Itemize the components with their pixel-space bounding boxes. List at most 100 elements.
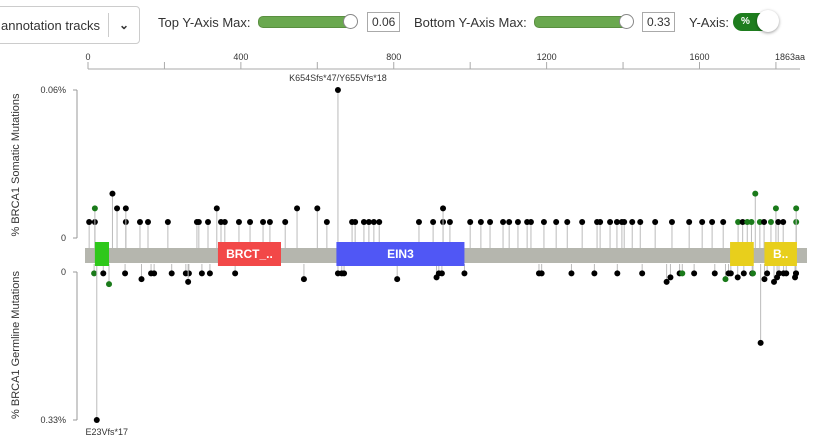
lollipop-head (735, 218, 742, 225)
lollipop-head (613, 218, 620, 225)
lollipop-head (446, 218, 453, 225)
lollipop-head (668, 218, 675, 225)
lollipop-head (686, 218, 693, 225)
slider-handle[interactable] (343, 14, 358, 29)
lollipop-head (540, 218, 547, 225)
y-tick-label: 0.33% (40, 415, 66, 425)
y-tick-label: 0.06% (40, 85, 66, 95)
domain-label: B.. (773, 247, 788, 261)
lollipop-head (722, 276, 729, 283)
lollipop-head (761, 276, 768, 283)
lollipop-head (314, 205, 321, 212)
lollipop-head (323, 218, 330, 225)
lollipop-head (564, 218, 571, 225)
bottom-annotation-label: E23Vfs*17 (86, 427, 129, 436)
lollipop-head (652, 218, 659, 225)
lollipop-head (394, 276, 401, 283)
lollipop-head (500, 218, 507, 225)
lollipop-head (106, 281, 113, 288)
top-annotation-label: K654Sfs*47/Y655Vfs*18 (289, 73, 387, 83)
lollipop-head (538, 270, 545, 277)
lollipop-head (376, 218, 383, 225)
lollipop-head (506, 218, 513, 225)
lollipop-head (614, 270, 621, 277)
lollipop-head (749, 270, 756, 277)
lollipop-head (527, 218, 534, 225)
lollipop-head (206, 270, 213, 277)
lollipop-head (168, 270, 175, 277)
lollipop-head (341, 270, 348, 277)
lollipop-head (514, 218, 521, 225)
lollipop-head (757, 339, 764, 346)
x-tick-label: 800 (386, 52, 401, 62)
x-tick-label: 1200 (537, 52, 557, 62)
lollipop-head (91, 205, 98, 212)
lollipop-head (783, 270, 790, 277)
y-axis-percent-toggle[interactable]: % (733, 10, 779, 32)
lollipop-head (775, 270, 782, 277)
lollipop-head (487, 218, 494, 225)
lollipop-head (440, 205, 447, 212)
lollipop-head (607, 218, 614, 225)
lollipop-head (667, 274, 674, 281)
lollipop-head (711, 270, 718, 277)
lollipop-head (352, 218, 359, 225)
protein-domain (730, 242, 754, 266)
lollipop-head (621, 218, 628, 225)
x-tick-label: 1600 (689, 52, 709, 62)
lollipop-head (122, 205, 129, 212)
lollipop-head (767, 218, 774, 225)
lollipop-head (164, 218, 171, 225)
x-tick-label: 400 (233, 52, 248, 62)
y-tick-label: 0 (61, 267, 66, 277)
lollipop-head (136, 218, 143, 225)
lollipop-head (461, 270, 468, 277)
bottom-y-axis-slider[interactable] (534, 14, 634, 29)
lollipop-head (748, 218, 755, 225)
lollipop-head (568, 270, 575, 277)
protein-domain (217, 242, 282, 266)
lollipop-head (138, 276, 145, 283)
toggle-label: % (741, 16, 750, 27)
lollipop-head (679, 270, 686, 277)
domain-label: EIN3 (387, 247, 414, 261)
lollipop-head (370, 218, 377, 225)
lollipop-head (365, 218, 372, 225)
lollipop-head (629, 218, 636, 225)
x-tick-label: 0 (85, 52, 90, 62)
top-y-axis-max-label: Top Y-Axis Max: (158, 15, 251, 30)
lollipop-head (734, 274, 741, 281)
lollipop-head (100, 270, 107, 277)
bottom-y-axis-input[interactable]: 0.33 (642, 12, 676, 32)
top-y-axis-input[interactable]: 0.06 (367, 12, 401, 32)
lollipop-head (761, 218, 768, 225)
lollipop-head (185, 278, 192, 285)
annotation-tracks-dropdown[interactable]: annotation tracks⌄ (0, 6, 140, 44)
protein-domain (94, 242, 110, 266)
lollipop-head (205, 218, 212, 225)
lollipop-head (637, 218, 644, 225)
chevron-down-icon: ⌄ (118, 18, 130, 32)
lollipop-head (185, 270, 192, 277)
lollipop-head (771, 278, 778, 285)
lollipop-head (740, 270, 747, 277)
lollipop-head (720, 218, 727, 225)
lollipop-head (579, 218, 586, 225)
lollipop-head (221, 218, 228, 225)
lollipop-head (235, 218, 242, 225)
slider-handle[interactable] (619, 14, 634, 29)
lollipop-head (467, 218, 474, 225)
top-y-axis-title: % BRCA1 Somatic Mutations (10, 93, 22, 237)
lollipop-head (780, 218, 787, 225)
lollipop-head (198, 270, 205, 277)
lollipop-head (247, 218, 254, 225)
lollipop-head (756, 218, 763, 225)
lollipop-head (91, 270, 98, 277)
lollipop-head (109, 190, 116, 197)
lollipop-head (282, 218, 289, 225)
lollipop-head (213, 205, 220, 212)
lollipop-head (145, 218, 152, 225)
lollipop-head (86, 218, 93, 225)
top-y-axis-slider[interactable] (258, 14, 358, 29)
